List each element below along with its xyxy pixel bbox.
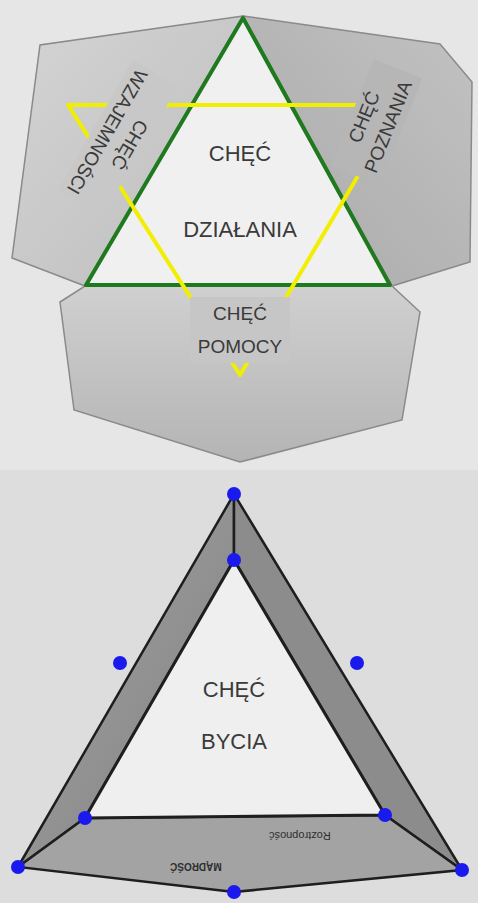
- face-text: CHĘĆ POZNANIA: [330, 59, 421, 185]
- vertex-dot: [11, 860, 25, 874]
- vertex-dot: [78, 811, 92, 825]
- photo-ground: [0, 0, 478, 470]
- vertex-dot: [227, 553, 241, 567]
- vertex-dot: [227, 487, 241, 501]
- face-inscription: MĄDROŚĆ: [170, 861, 222, 872]
- prism-end-face: [85, 560, 385, 818]
- left-face-label: CHĘĆ WZAJEMNOŚCI: [58, 60, 178, 216]
- end-face-label: CHĘĆ BYCIA: [169, 664, 299, 768]
- center-face-label: CHĘĆ DZIAŁANIA: [165, 116, 315, 268]
- prism-bottom-face: [18, 815, 462, 892]
- photo-ground: [0, 470, 478, 903]
- vertex-dot: [378, 808, 392, 822]
- face-text: CHĘĆ BYCIA: [169, 664, 299, 768]
- face-text: CHĘĆ DZIAŁANIA: [165, 116, 315, 268]
- bottom-face-label: CHĘĆ POMOCY: [190, 297, 290, 363]
- vertex-dot: [227, 885, 241, 899]
- vertex-dot: [455, 863, 469, 877]
- face-text: CHĘĆ WZAJEMNOŚCI: [58, 60, 178, 216]
- right-face-label: CHĘĆ POZNANIA: [330, 59, 421, 185]
- vertex-dot: [350, 656, 364, 670]
- face-inscription: Roztropność: [269, 830, 331, 842]
- face-text: CHĘĆ POMOCY: [190, 297, 290, 363]
- vertex-dots: [11, 487, 469, 899]
- vertex-dot: [113, 656, 127, 670]
